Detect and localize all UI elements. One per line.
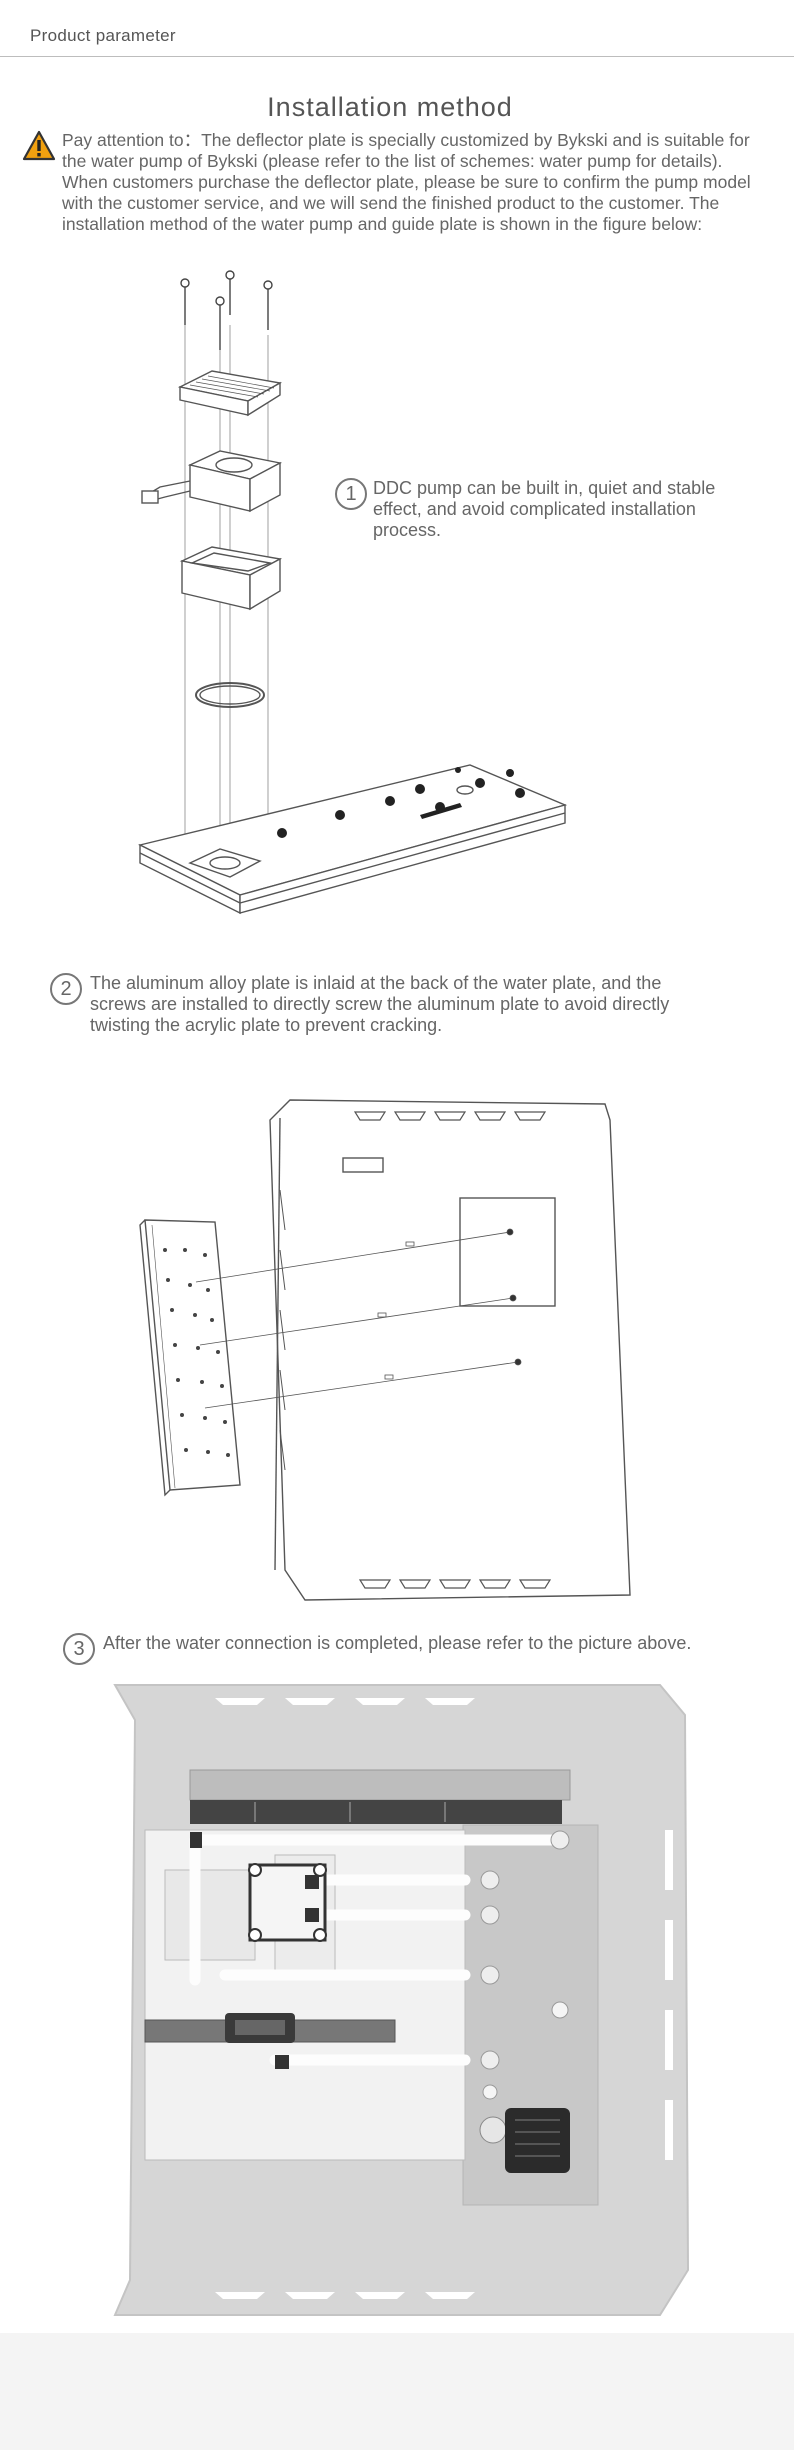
fittings — [190, 1830, 570, 2070]
pump-reservoir — [479, 2001, 570, 2173]
acrylic-water-plate — [269, 1099, 631, 1601]
heatsink-cover — [177, 370, 283, 417]
screw-guide-lines — [195, 1228, 522, 1409]
step-text: DDC pump can be built in, quiet and stab… — [373, 478, 716, 540]
pump-housing — [179, 546, 283, 611]
aluminum-plate — [139, 1219, 241, 1497]
notice-text: Pay attention to：The deflector plate is … — [62, 130, 751, 234]
screw-set — [180, 270, 273, 350]
ddc-pump-body — [141, 450, 283, 513]
page-footer — [0, 2333, 794, 2450]
page-title: Installation method — [267, 92, 513, 122]
step-text: The aluminum alloy plate is inlaid at th… — [90, 973, 670, 1035]
aluminum-plate-diagram — [139, 1099, 631, 1601]
pump-exploded-diagram — [137, 270, 568, 915]
step-number-badge: 2 — [50, 973, 82, 1005]
step-1: 1 DDC pump can be built in, quiet and st… — [335, 478, 765, 541]
case-vents — [215, 1698, 673, 2299]
deflector-plate — [137, 764, 568, 915]
cpu-block — [248, 1863, 327, 1942]
step-2: 2 The aluminum alloy plate is inlaid at … — [50, 973, 750, 1036]
installed-case-render — [113, 1684, 690, 2316]
o-ring — [195, 682, 265, 708]
section-header-label: Product parameter — [30, 26, 176, 45]
gpu-block — [144, 2013, 396, 2043]
warning-triangle-icon — [22, 130, 56, 161]
radiator — [189, 1769, 571, 1824]
notice-block: Pay attention to：The deflector plate is … — [22, 130, 762, 235]
step-number-badge: 1 — [335, 478, 367, 510]
step-text: After the water connection is completed,… — [103, 1633, 692, 1653]
step-number-badge: 3 — [63, 1633, 95, 1665]
section-header: Product parameter — [0, 0, 794, 57]
step-3: 3 After the water connection is complete… — [63, 1633, 783, 1665]
